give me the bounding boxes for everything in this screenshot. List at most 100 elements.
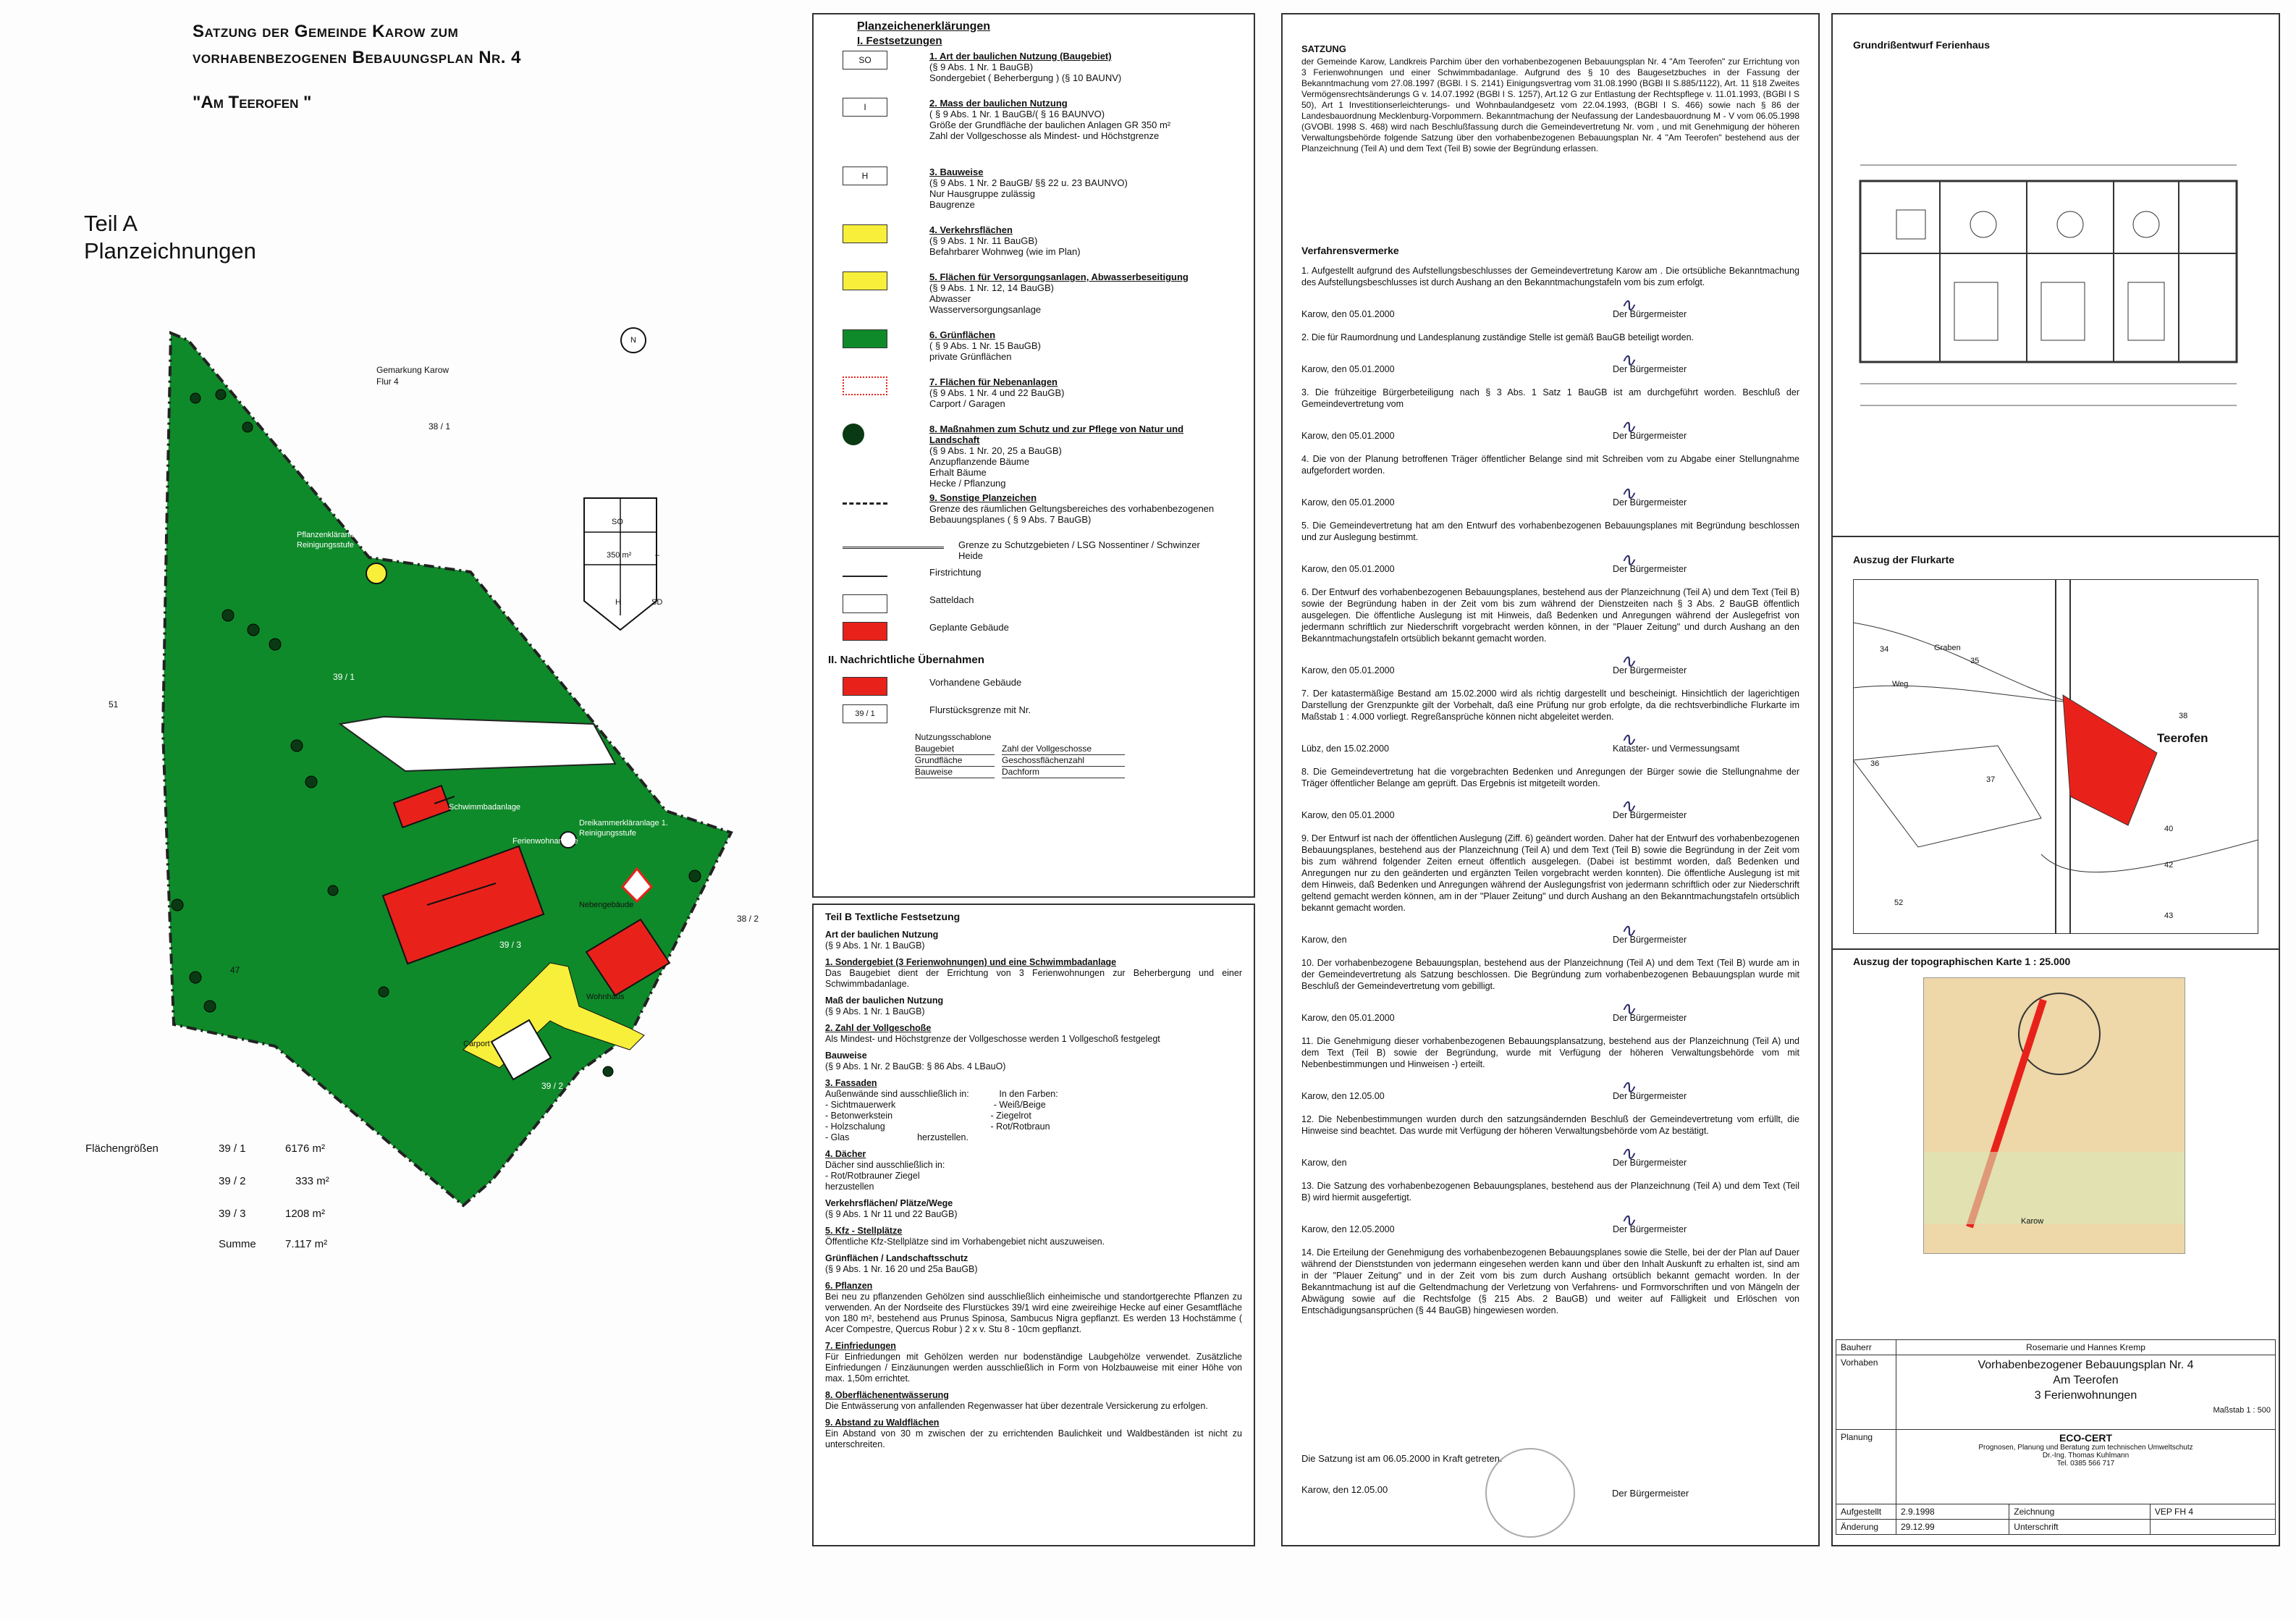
tb-bauherr-label: Bauherr [1836,1339,1896,1355]
pool-building [392,784,452,829]
ferienhaus [381,845,545,965]
legend-symbol-x1 [843,576,887,577]
verfahren-sign: Karow, den 05.01.2000 [1301,497,1395,508]
teil-b-block-title: 8. Oberflächenentwässerung [825,1390,949,1400]
dreikammer-label: Dreikammerkläranlage 1. Reinigungsstufe [579,819,668,838]
parcel-38-1: 38 / 1 [429,421,451,431]
pflanzenklaeranlage-icon [366,563,387,584]
verfahren-sign-row: Karow, den 12.05.2000 Der Bürgermeister∿ [1301,1211,1799,1235]
verfahren-sign: Karow, den 12.05.2000 [1301,1224,1395,1234]
legend-symbol-5 [843,329,887,348]
final-role: Der Bürgermeister [1612,1488,1689,1499]
signature-icon: ∿ [1620,350,1636,371]
signature-icon: ∿ [1620,1210,1636,1231]
signature-icon: ∿ [1620,1077,1636,1098]
north-arrow-icon [620,327,646,353]
tb-vorhaben-label: Vorhaben [1836,1355,1896,1430]
tb-zeichnung-label: Zeichnung [2009,1504,2151,1520]
teil-b-block: Grünflächen / Landschaftsschutz(§ 9 Abs.… [825,1253,1242,1275]
verfahren-role: Kataster- und Vermessungsamt [1613,744,1740,754]
legend-item-line: (§ 9 Abs. 1 Nr. 20, 25 a BauGB) [929,445,1062,456]
verfahren-item: 9. Der Entwurf ist nach der öffentlichen… [1301,833,1799,946]
teil-b-line: Als Mindest- und Höchstgrenze der Vollge… [825,1034,1160,1044]
legend-symbol-4 [843,271,887,290]
tb-planung-cell: ECO-CERT Prognosen, Planung und Beratung… [1896,1429,2276,1504]
legend-text: 8. Maßnahmen zum Schutz und zur Pflege v… [929,424,1225,489]
verfahren-role: Der Bürgermeister [1613,1013,1687,1023]
tb-unterschrift-label: Unterschrift [2009,1519,2151,1535]
legend-text: 3. Bauweise(§ 9 Abs. 1 Nr. 2 BauGB/ §§ 2… [929,167,1225,210]
map-label-52: 52 [1894,898,1904,907]
signature-icon: ∿ [1620,998,1636,1020]
teil-b-block-title: Verkehrsflächen/ Plätze/Wege [825,1198,953,1208]
schablone-sd: SD [651,598,663,607]
tb-massstab: Maßstab 1 : 500 [2213,1406,2271,1415]
teil-b-line: - Sichtmauerwerk - Weiß/Beige [825,1100,1046,1110]
verfahren-sign: Karow, den 05.01.2000 [1301,564,1395,574]
plan-flur: Flur 4 [376,376,399,387]
verfahren-sign: Karow, den 12.05.00 [1301,1091,1385,1101]
legend-item-line: (§ 9 Abs. 1 Nr. 2 BauGB/ §§ 22 u. 23 BAU… [929,177,1128,188]
legend-item-line: Befahrbarer Wohnweg (wie im Plan) [929,246,1081,257]
legend-item-line: Grenze des räumlichen Geltungsbereiches … [929,503,1215,514]
verfahren-item: 12. Die Nebenbestimmungen wurden durch d… [1301,1113,1799,1169]
area-39-3-value: 1208 m² [285,1208,326,1220]
map-label-35: 35 [1970,657,1980,665]
tb-aufgestellt-label: Aufgestellt [1836,1504,1896,1520]
verfahren-text: 9. Der Entwurf ist nach der öffentlichen… [1301,833,1799,913]
map-label-38: 38 [2179,712,2188,720]
floorplan-drawing [1859,164,2238,406]
teil-b-block-title: 4. Dächer [825,1149,866,1159]
verfahren-item: 1. Aufgestellt aufgrund des Aufstellungs… [1301,265,1799,320]
legend-item-line: (§ 9 Abs. 1 Nr. 1 BauGB) [929,62,1034,72]
signature-icon: ∿ [1620,796,1636,817]
legend-item-line: Hecke / Pflanzung [929,478,1006,489]
teil-b-block-title: Bauweise [825,1051,867,1061]
teil-b-block: Bauweise(§ 9 Abs. 1 Nr. 2 BauGB: § 86 Ab… [825,1051,1242,1072]
legend-extra-text: Grenze zu Schutzgebieten / LSG Nossentin… [958,539,1200,561]
verfahren-item: 10. Der vorhabenbezogene Bebauungsplan, … [1301,957,1799,1024]
legend-item-line: Nur Hausgruppe zulässig [929,188,1035,199]
flurkarte-map [1853,579,2258,934]
legend-item-title: 2. Mass der baulichen Nutzung [929,98,1068,109]
teerofen-label: Teerofen [2157,731,2208,745]
grundriss-title: Grundrißentwurf Ferienhaus [1853,39,1991,51]
teil-b-line: - Glas herzustellen. [825,1132,968,1142]
legend-symbol-1: I [843,98,887,117]
teil-b-line: - Rot/Rotbrauner Ziegel [825,1171,920,1181]
tb-firm2: Prognosen, Planung und Beratung zum tech… [1978,1444,2193,1452]
verfahren-role: Der Bürgermeister [1613,1224,1687,1234]
teil-b-block: 1. Sondergebiet (3 Ferienwohnungen) und … [825,957,1242,990]
schablone-dash: – [655,551,660,560]
tb-planung-label: Planung [1836,1429,1896,1504]
pflanzenklaeranlage-label: Pflanzenkläranlage 2. Reinigungsstufe [297,531,373,550]
verfahren-text: 12. Die Nebenbestimmungen wurden durch d… [1301,1114,1799,1136]
legend-item-line: Sondergebiet ( Beherbergung ) (§ 10 BAUN… [929,72,1122,83]
title-line2: vorhabenbezogenen Bebauungsplan Nr. 4 [193,48,521,67]
verfahren-sign: Karow, den 05.01.2000 [1301,810,1395,820]
notch [338,715,617,772]
parcel-47: 47 [230,965,240,975]
verfahren-item: 7. Der katastermäßige Bestand am 15.02.2… [1301,688,1799,754]
legend-symbol-7 [843,424,864,445]
area-heading: Flächengrößen [85,1142,159,1155]
legend-item-line: (§ 9 Abs. 1 Nr. 12, 14 BauGB) [929,282,1054,293]
legend-item-line: Bebauungsplanes ( § 9 Abs. 7 BauGB) [929,514,1092,525]
parcel-39-3: 39 / 3 [499,940,522,950]
title-block: Bauherr Rosemarie und Hannes Kremp Vorha… [1836,1339,2276,1535]
legend-item-title: 1. Art der baulichen Nutzung (Baugebiet) [929,51,1112,62]
right-panel: Grundrißentwurf Ferienhaus Auszug der Fl… [1831,13,2280,1546]
verfahren-text: 7. Der katastermäßige Bestand am 15.02.2… [1301,689,1799,722]
in-kraft: Die Satzung ist am 06.05.2000 in Kraft g… [1301,1453,1503,1464]
legend-item-title: 9. Sonstige Planzeichen [929,492,1037,503]
verfahren-role: Der Bürgermeister [1613,431,1687,441]
verfahren-text: 13. Die Satzung des vorhabenbezogenen Be… [1301,1181,1799,1203]
verfahren-item: 8. Die Gemeindevertretung hat die vorgeb… [1301,766,1799,821]
